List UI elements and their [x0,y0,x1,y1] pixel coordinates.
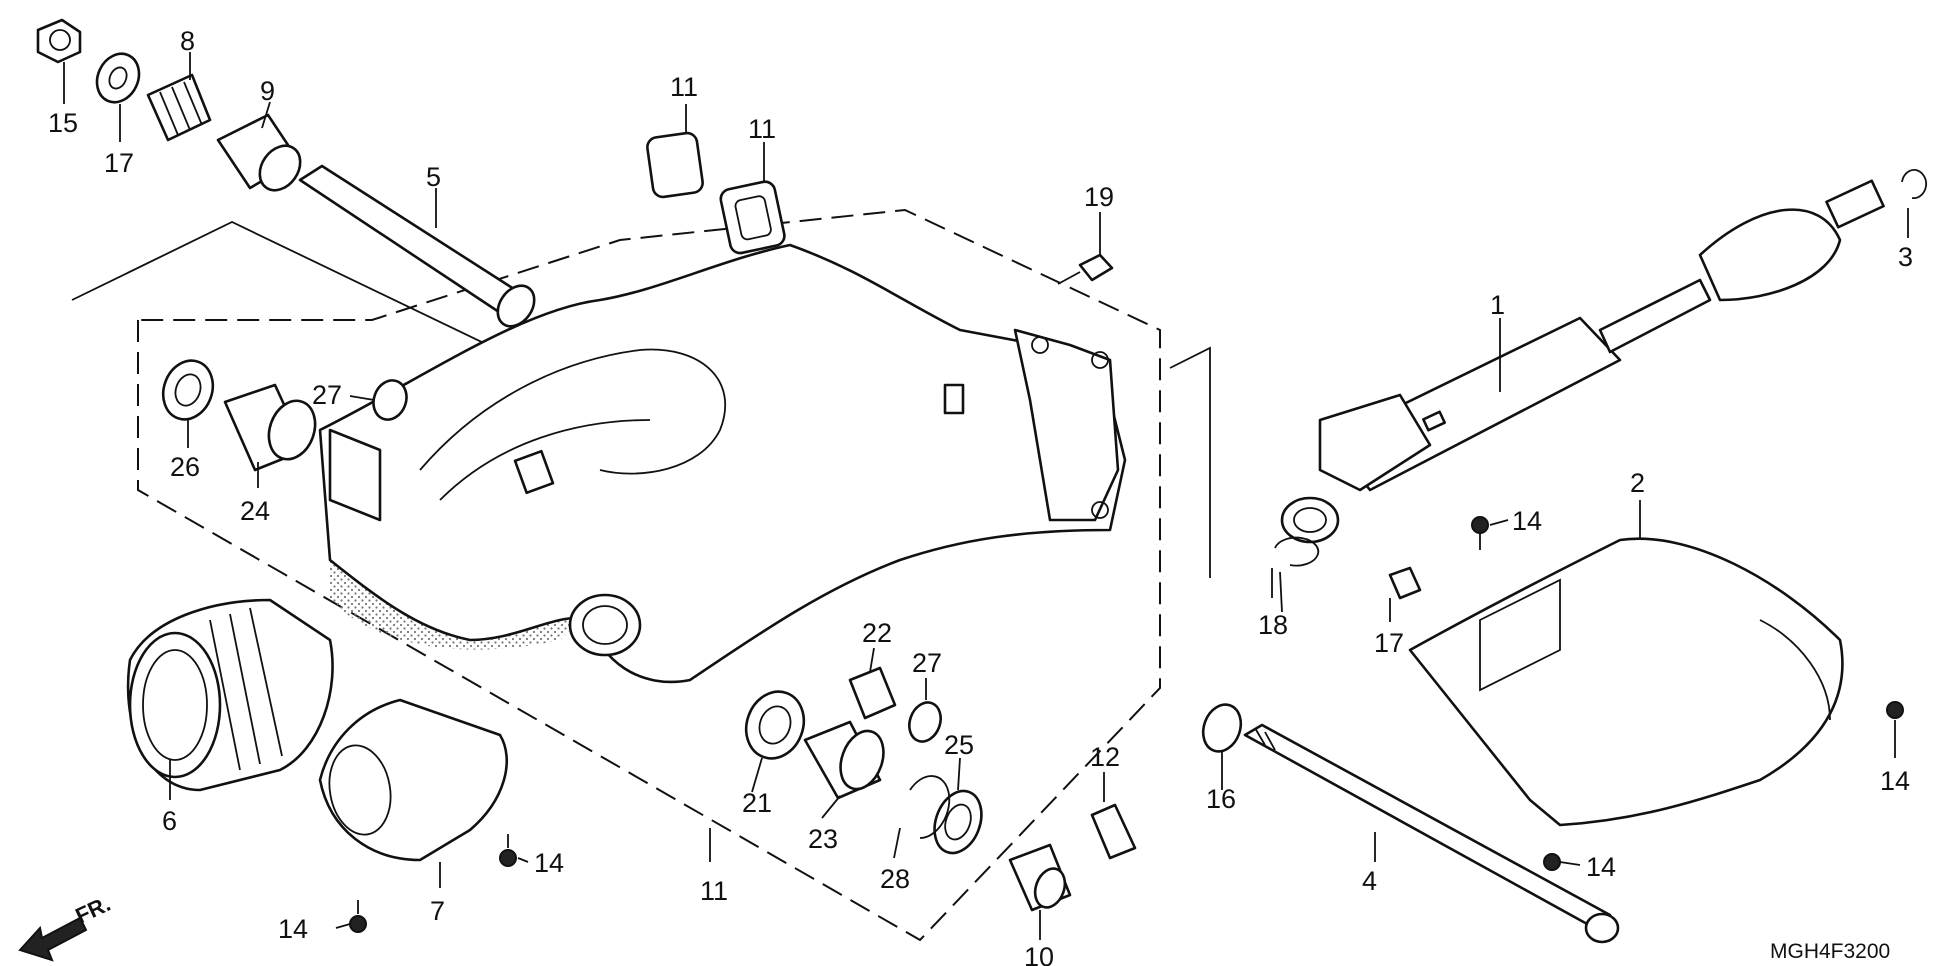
callout-18: 17 [1374,628,1404,658]
final-drive-boot [126,598,334,792]
callout-24: 22 [862,618,892,648]
callout-16: 16 [1206,784,1236,814]
callout-6: 6 [162,806,177,836]
callout-14-low: 14 [278,914,308,944]
callout-26: 26 [170,452,200,482]
callout-14-top: 14 [1512,506,1542,536]
swingarm-cover [1408,537,1844,827]
drive-shaft [1280,179,1885,544]
callout-labels: 15 17 8 9 5 11 11 19 3 1 2 27 26 24 14 1… [48,26,1913,966]
front-direction-indicator: FR. [18,891,114,962]
pivot-parts [36,18,1927,472]
callout-23: 24 [240,496,270,526]
leader-lines [63,52,1909,940]
callout-5: 5 [426,162,441,192]
callout-1: 1 [1490,290,1505,320]
callout-25: 25 [944,730,974,760]
callout-15: 15 [48,108,78,138]
drawing-code: MGH4F3200 [1770,940,1890,963]
drive-bearings [744,536,1320,912]
callout-11b: 11 [748,114,776,144]
callout-14-bottom: 14 [1586,852,1616,882]
callout-22: 23 [808,824,838,854]
callout-8: 8 [180,26,195,56]
callout-9: 9 [260,76,275,106]
callout-21: 21 [742,788,772,818]
callout-10: 10 [1024,942,1054,966]
callout-7: 7 [430,896,445,926]
callout-27b: 27 [912,648,942,678]
pivot-axle [1243,723,1620,944]
callout-4: 4 [1362,866,1377,896]
dust-cover [318,698,508,862]
callout-3: 3 [1898,242,1913,272]
callout-11a: 11 [670,72,698,102]
callout-19: 18 [1258,610,1288,640]
callout-17: 17 [104,148,134,178]
callout-20: 19 [1084,182,1114,212]
swingarm [318,243,1127,684]
callout-13: 12 [1090,742,1120,772]
callout-28: 28 [880,864,910,894]
callout-27a: 27 [312,380,342,410]
callout-14-mid: 14 [534,848,564,878]
callout-14-right: 14 [1880,766,1910,796]
front-arrow-icon [18,916,88,962]
callout-2: 2 [1630,468,1645,498]
callout-12: 11 [700,876,728,906]
